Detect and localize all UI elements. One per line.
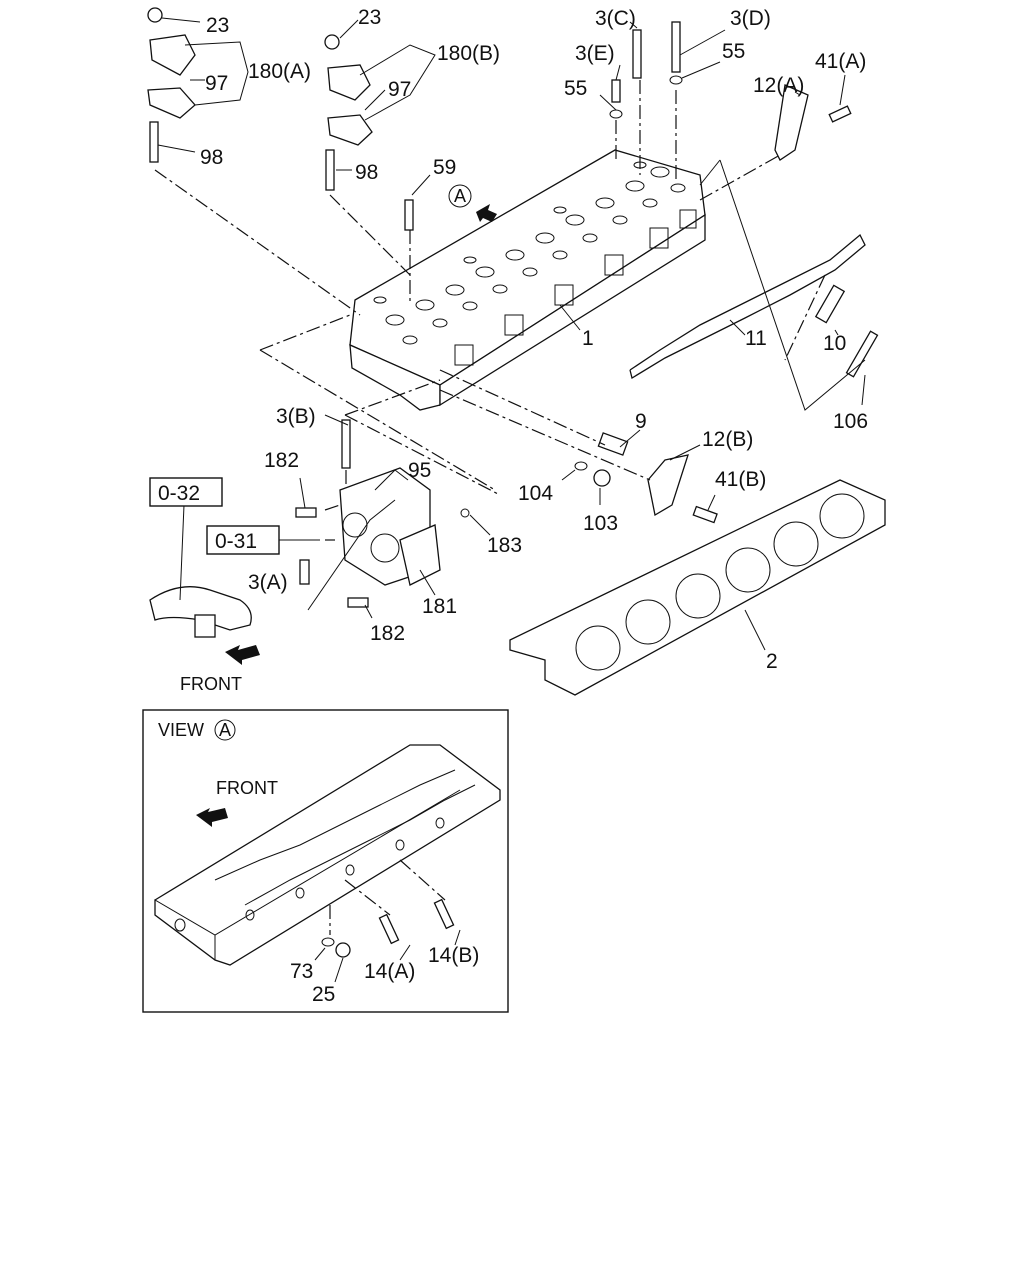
label-14b: 14(B) xyxy=(428,944,479,967)
stud-14b xyxy=(433,898,455,930)
stud-106 xyxy=(845,330,879,378)
label-97a: 97 xyxy=(205,72,228,95)
view-a-title-letter: A xyxy=(219,720,231,740)
label-106: 106 xyxy=(833,410,868,433)
plug-25 xyxy=(335,942,351,958)
part-labels: 23 180(A) 97 98 23 180(B) 97 98 59 A 3(C… xyxy=(158,6,868,694)
view-a-title: VIEW xyxy=(158,720,204,740)
label-180b: 180(B) xyxy=(437,42,500,65)
label-3d: 3(D) xyxy=(730,7,771,30)
label-95: 95 xyxy=(408,459,431,482)
washer-73 xyxy=(321,937,335,947)
label-23b: 23 xyxy=(358,6,381,29)
ref-box-0-32 xyxy=(149,477,223,507)
ref-box-0-31 xyxy=(206,525,280,555)
fasteners xyxy=(147,7,852,608)
head-gasket xyxy=(509,479,886,696)
label-181: 181 xyxy=(422,595,457,618)
glow-plug-10 xyxy=(814,284,846,324)
label-10: 10 xyxy=(823,332,846,355)
label-55a: 55 xyxy=(564,77,587,100)
hanger-12a xyxy=(774,84,809,161)
label-23a: 23 xyxy=(206,14,229,37)
stud-14a xyxy=(378,913,400,945)
label-0-32: 0-32 xyxy=(158,482,200,505)
label-0-31: 0-31 xyxy=(215,530,257,553)
label-98a: 98 xyxy=(200,146,223,169)
view-a-marker-circle xyxy=(448,184,472,208)
water-pipe xyxy=(149,586,252,638)
thermostat-housing xyxy=(339,467,441,586)
label-55b: 55 xyxy=(722,40,745,63)
label-12b: 12(B) xyxy=(702,428,753,451)
label-3c: 3(C) xyxy=(595,7,636,30)
label-104: 104 xyxy=(518,482,553,505)
front-arrow-icon xyxy=(225,645,260,665)
label-59: 59 xyxy=(433,156,456,179)
view-a-head xyxy=(154,744,501,966)
label-182a: 182 xyxy=(264,449,299,472)
label-3e: 3(E) xyxy=(575,42,615,65)
leader-lines xyxy=(154,17,866,651)
label-14a: 14(A) xyxy=(364,960,415,983)
bracket-11 xyxy=(629,233,866,380)
label-180a: 180(A) xyxy=(248,60,311,83)
cylinder-head xyxy=(349,149,706,411)
view-a-front-arrow-icon xyxy=(196,808,228,827)
label-41b: 41(B) xyxy=(715,468,766,491)
label-view-a: A xyxy=(454,186,466,206)
label-25: 25 xyxy=(312,983,335,1006)
label-front: FRONT xyxy=(180,674,242,694)
label-1: 1 xyxy=(582,327,594,350)
label-3a: 3(A) xyxy=(248,571,288,594)
label-9: 9 xyxy=(635,410,647,433)
view-a-inset: VIEW A FRONT 73 25 14(A) xyxy=(142,709,509,1013)
label-97b: 97 xyxy=(388,78,411,101)
label-12a: 12(A) xyxy=(753,74,804,97)
view-a-title-marker xyxy=(214,719,236,741)
label-73: 73 xyxy=(290,960,313,983)
label-103: 103 xyxy=(583,512,618,535)
view-a-front-label: FRONT xyxy=(216,778,278,798)
label-98b: 98 xyxy=(355,161,378,184)
label-41a: 41(A) xyxy=(815,50,866,73)
label-183: 183 xyxy=(487,534,522,557)
label-11: 11 xyxy=(745,327,767,350)
hanger-12b xyxy=(647,454,689,517)
label-2: 2 xyxy=(766,650,778,673)
label-3b: 3(B) xyxy=(276,405,316,428)
label-182b: 182 xyxy=(370,622,405,645)
view-direction-arrow xyxy=(476,204,497,222)
